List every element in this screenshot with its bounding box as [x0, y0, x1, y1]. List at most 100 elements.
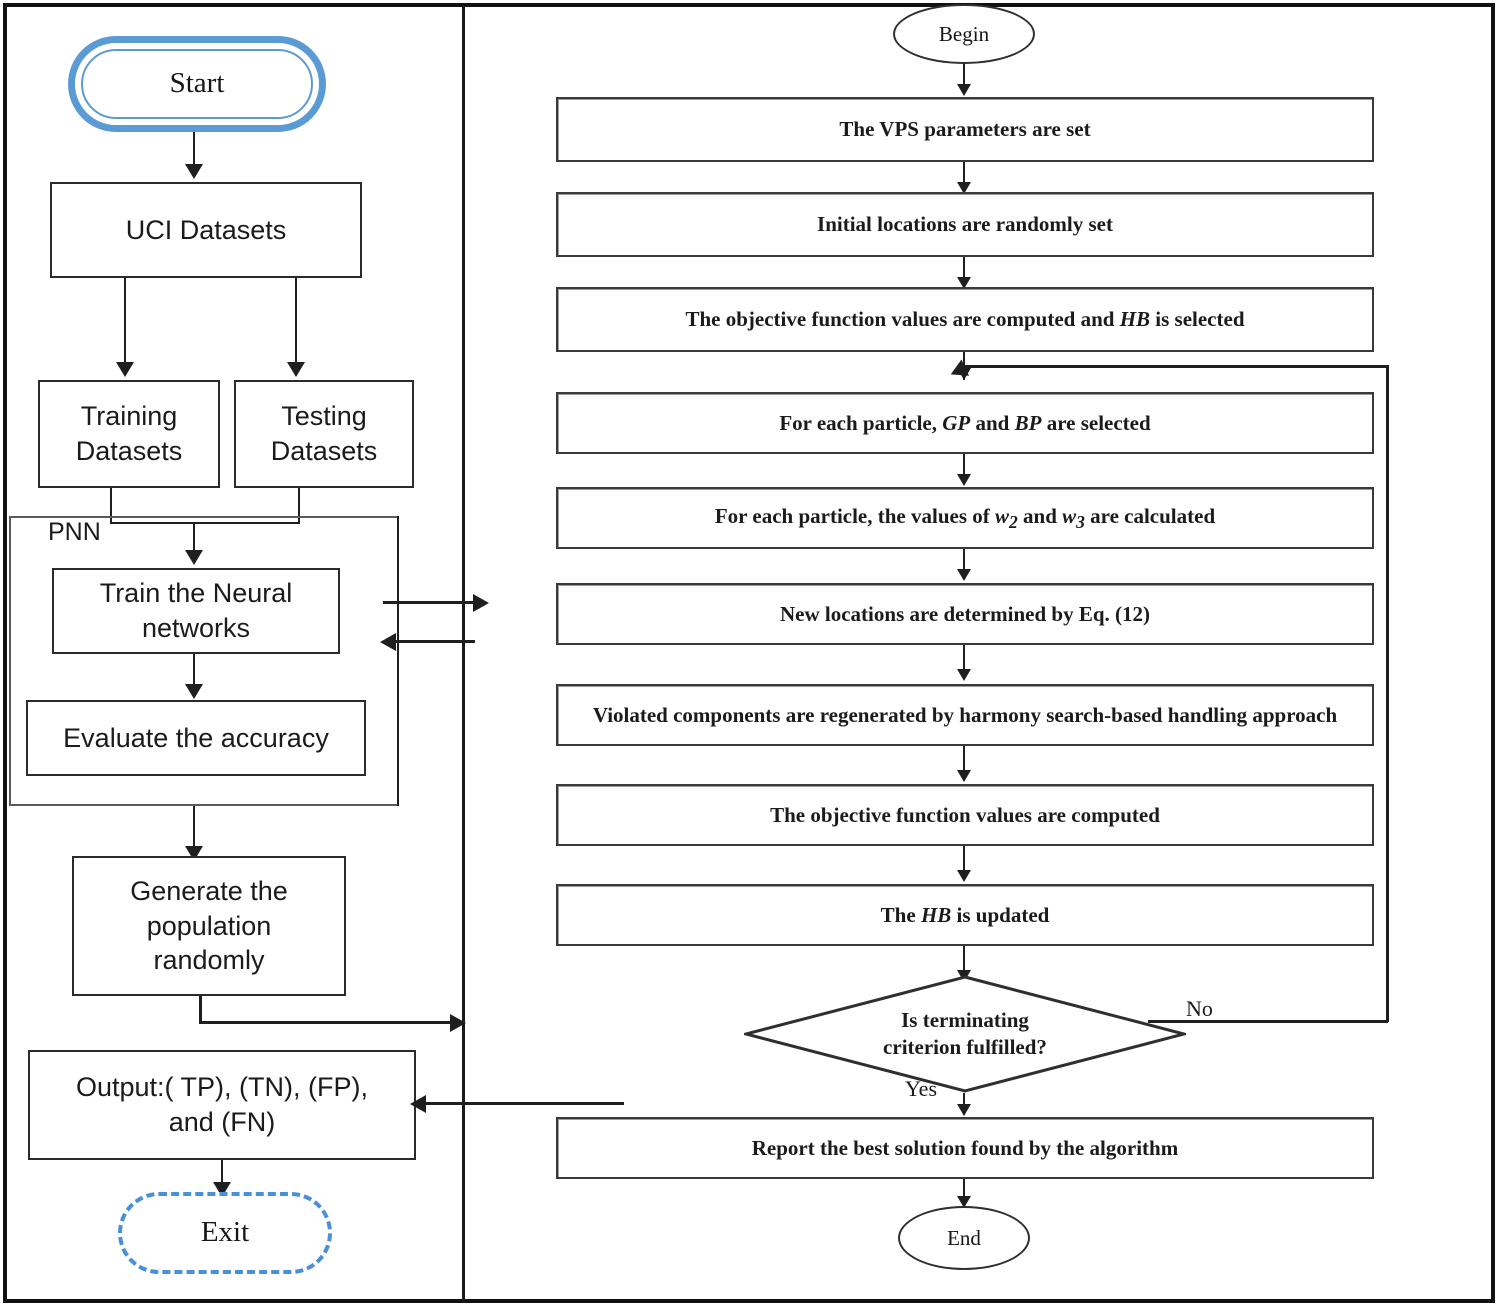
step-objective-hb-selected[interactable]: The objective function values are comput… [556, 287, 1374, 352]
step-vps-parameters[interactable]: The VPS parameters are set [556, 97, 1374, 162]
arrowhead-step1-to-step2 [957, 182, 971, 194]
frag-sub-3: 3 [1076, 511, 1085, 532]
frag-em-bp: BP [1014, 410, 1042, 435]
edge-output-to-exit [221, 1160, 223, 1188]
arrowhead-step7-to-step8 [957, 770, 971, 782]
frag-pre: For each particle, the values of [714, 503, 995, 528]
edge-pnn-to-generate [193, 806, 195, 852]
arrowhead-report-to-end [957, 1196, 971, 1208]
edge-begin-to-step1 [963, 64, 965, 90]
generate-population-line2: population [146, 910, 272, 941]
arrowhead-step8-to-step9 [957, 870, 971, 882]
generate-population-box[interactable]: Generate the population randomly [72, 856, 346, 996]
decision-diamond-shape [744, 975, 1186, 1093]
step-w2-w3-calculated[interactable]: For each particle, the values of w2 and … [556, 487, 1374, 549]
training-datasets-box[interactable]: Training Datasets [38, 380, 220, 488]
arrowhead-decision-yes [957, 1104, 971, 1116]
arrowhead-uci-to-training [116, 362, 134, 377]
edge-training-down [110, 488, 112, 524]
frag-post: is updated [951, 902, 1050, 927]
step-hb-updated-label: The HB is updated [881, 902, 1050, 929]
arrowhead-uci-to-testing [287, 362, 305, 377]
arrowhead-step4-to-step5 [957, 474, 971, 486]
edge-step1-to-step2 [963, 162, 965, 188]
evaluate-accuracy-box[interactable]: Evaluate the accuracy [26, 700, 366, 776]
decision-yes-label: Yes [905, 1076, 938, 1101]
decision-no-label: No [1186, 996, 1213, 1021]
arrowhead-report-to-output [410, 1095, 426, 1113]
step-initial-locations-label: Initial locations are randomly set [817, 212, 1113, 237]
edge-vps-to-pnn [393, 640, 475, 643]
step-objective-computed-label: The objective function values are comput… [770, 802, 1160, 827]
edge-step8-to-step9 [963, 846, 965, 876]
step-objective-hb-selected-label: The objective function values are comput… [685, 306, 1244, 333]
train-neural-networks-box[interactable]: Train the Neural networks [52, 568, 340, 654]
panel-divider [462, 6, 465, 1302]
frag-pre: For each particle, [779, 410, 943, 435]
edge-pnn-to-vps [383, 601, 475, 604]
arrowhead-step6-to-step7 [957, 669, 971, 681]
edge-testing-down [298, 488, 300, 524]
edge-feedback-top [963, 365, 1388, 368]
testing-datasets-box[interactable]: Testing Datasets [234, 380, 414, 488]
arrowhead-train-to-evaluate [185, 684, 203, 699]
edge-generate-elbow-h [199, 1021, 456, 1024]
uci-datasets-box[interactable]: UCI Datasets [50, 182, 362, 278]
decision-terminating-criterion[interactable]: Is terminating criterion fulfilled? [744, 975, 1186, 1093]
edge-feedback-right [1386, 365, 1389, 1022]
frag-mid: and [1017, 503, 1063, 528]
frag-post: is selected [1150, 307, 1245, 332]
edge-step6-to-step7 [963, 645, 965, 675]
arrowhead-merge-to-train [185, 550, 203, 565]
testing-datasets-line1: Testing [281, 401, 367, 432]
arrowhead-loop-entry [957, 368, 971, 380]
end-terminator[interactable]: End [898, 1206, 1030, 1270]
edge-start-to-uci [193, 132, 195, 168]
evaluate-accuracy-label: Evaluate the accuracy [63, 722, 329, 753]
frag-post: are selected [1041, 410, 1151, 435]
step-new-locations[interactable]: New locations are determined by Eq. (12) [556, 583, 1374, 645]
step-objective-computed[interactable]: The objective function values are comput… [556, 784, 1374, 846]
step-hb-updated[interactable]: The HB is updated [556, 884, 1374, 946]
step-vps-parameters-label: The VPS parameters are set [839, 117, 1091, 142]
step-initial-locations[interactable]: Initial locations are randomly set [556, 192, 1374, 257]
start-terminator[interactable]: Start [68, 36, 326, 132]
step-violated-components[interactable]: Violated components are regenerated by h… [556, 684, 1374, 746]
edge-uci-to-testing [295, 278, 297, 366]
decision-line1: Is terminating [901, 1007, 1029, 1032]
frag-em-hb: HB [1119, 307, 1151, 332]
end-label: End [947, 1225, 981, 1250]
step-report-best-solution[interactable]: Report the best solution found by the al… [556, 1117, 1374, 1179]
generate-population-line1: Generate the [130, 876, 288, 907]
frag-post: are calculated [1084, 503, 1216, 528]
output-line1: Output:( TP), (TN), (FP), [75, 1072, 369, 1103]
begin-terminator[interactable]: Begin [893, 4, 1035, 64]
begin-label: Begin [938, 21, 990, 46]
train-nn-line1: Train the Neural [99, 578, 293, 609]
pnn-group-label: PNN [48, 518, 101, 546]
arrowhead-generate-to-right [450, 1014, 466, 1032]
exit-terminator[interactable]: Exit [118, 1192, 332, 1274]
output-line2: and (FN) [168, 1107, 276, 1137]
frag-em-w3: w [1062, 503, 1077, 528]
edge-step9-to-decision [963, 946, 965, 978]
edge-feedback-bottom [1148, 1020, 1388, 1023]
step-violated-components-label: Violated components are regenerated by h… [592, 702, 1338, 727]
train-nn-line2: networks [141, 613, 251, 643]
testing-datasets-line2: Datasets [270, 436, 378, 466]
edge-merge-horizontal [110, 522, 300, 524]
arrowhead-pnn-to-vps [473, 594, 489, 612]
edge-step7-to-step8 [963, 746, 965, 776]
step-gp-bp-selected[interactable]: For each particle, GP and BP are selecte… [556, 392, 1374, 454]
frag-pre: The objective function values are comput… [685, 307, 1120, 332]
pnn-right-edge [397, 516, 399, 806]
arrowhead-step5-to-step6 [957, 569, 971, 581]
output-box[interactable]: Output:( TP), (TN), (FP), and (FN) [28, 1050, 416, 1160]
outer-frame [3, 3, 1495, 1303]
exit-label: Exit [200, 1216, 250, 1249]
frag-pre: The [880, 902, 921, 927]
edge-uci-to-training-v1 [124, 278, 126, 328]
arrowhead-vps-to-pnn [380, 633, 396, 651]
edge-uci-to-training-v2 [124, 328, 126, 366]
